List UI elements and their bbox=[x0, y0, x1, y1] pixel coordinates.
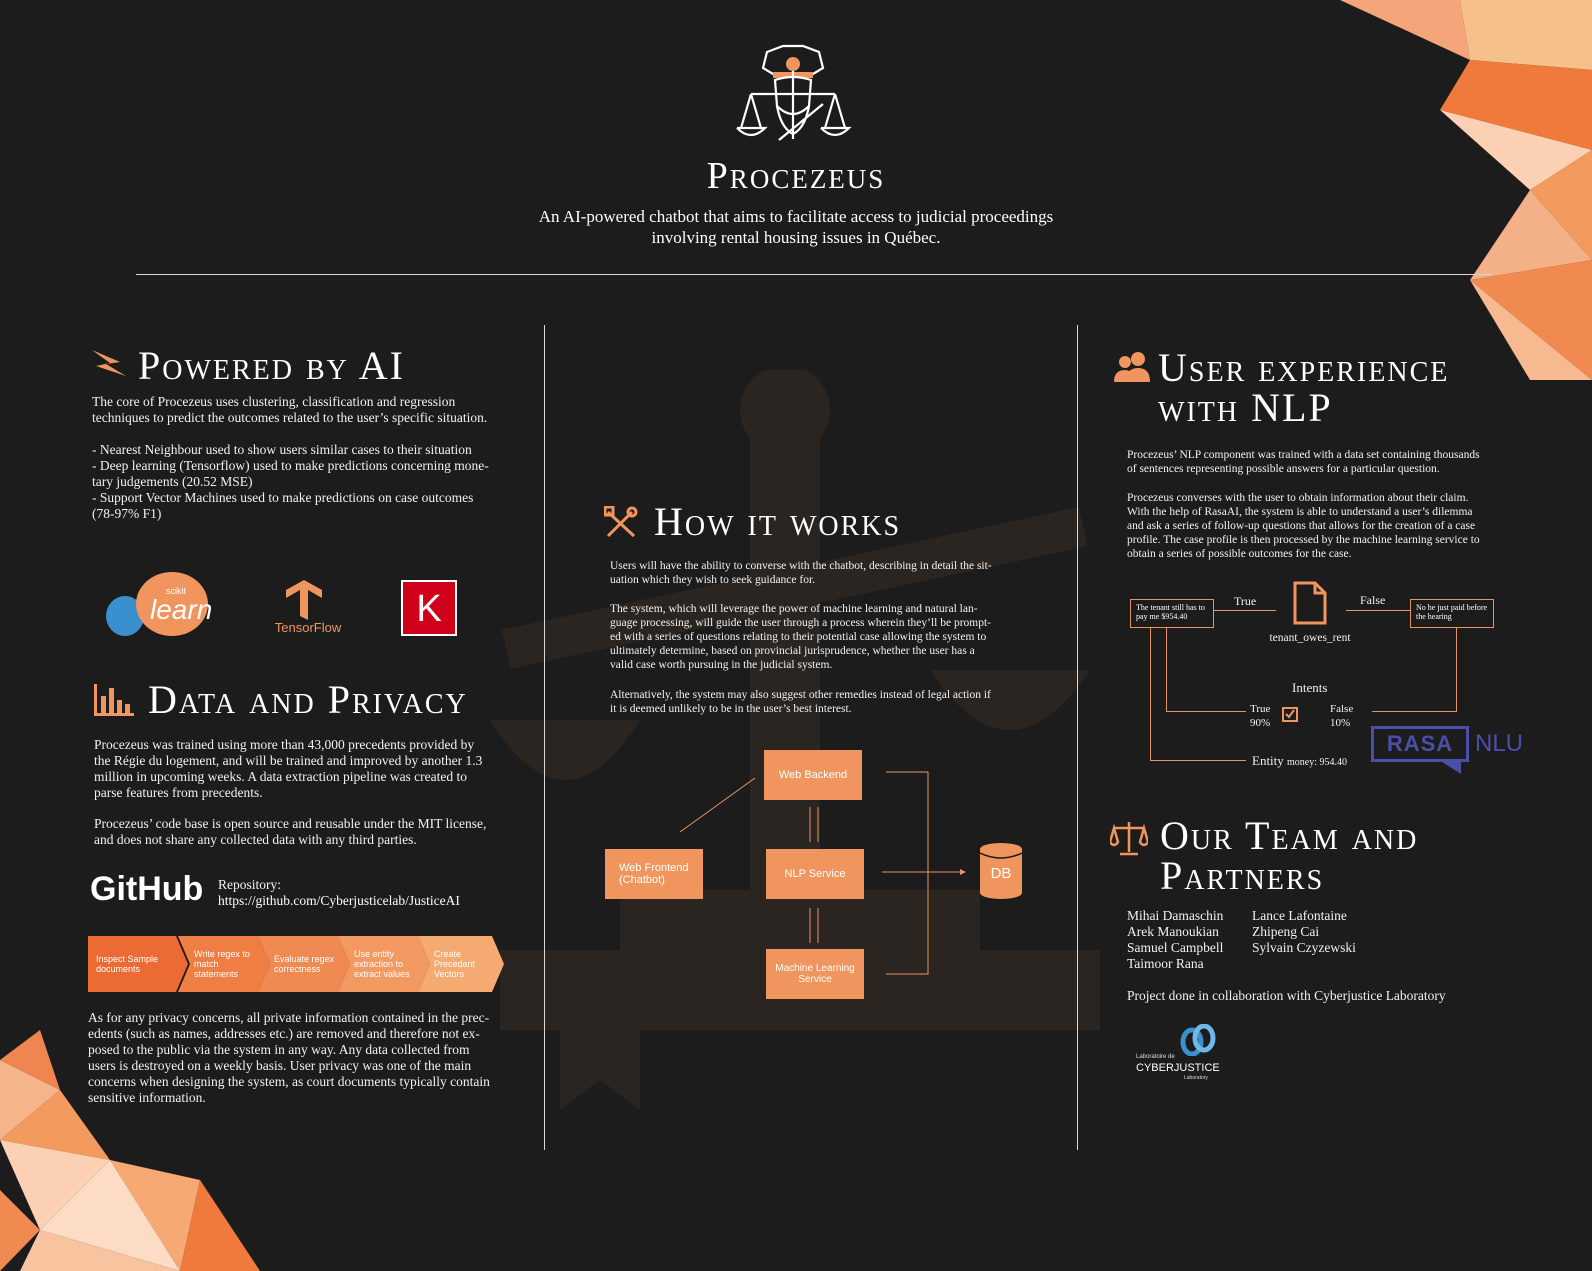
privacy-paragraph-2: Procezeus’ code base is open source and … bbox=[94, 816, 487, 847]
how-heading: How it works bbox=[654, 499, 902, 544]
repo-link[interactable]: https://github.com/Cyberjusticelab/Justi… bbox=[218, 893, 460, 908]
rasa-nlu-text: NLU bbox=[1475, 730, 1524, 757]
scales-icon bbox=[1110, 822, 1148, 856]
pipeline-step-5: Create Precedent Vectors bbox=[418, 936, 504, 992]
db-node: DB bbox=[980, 843, 1022, 899]
pipeline-step-1: Inspect Sample documents bbox=[88, 936, 188, 992]
entity-row: Entity money: 954.40 bbox=[1252, 753, 1347, 769]
privacy-paragraph-3: As for any privacy concerns, all private… bbox=[88, 1010, 490, 1105]
line-right-vertical bbox=[1456, 628, 1457, 712]
pipeline-step-2: Write regex to match statements bbox=[178, 936, 270, 992]
entity-label: Entity bbox=[1252, 753, 1284, 768]
pipeline-step-4: Use entity extraction to extract values bbox=[338, 936, 430, 992]
column-divider-left bbox=[544, 325, 545, 1150]
app-subtitle: An AI-powered chatbot that aims to facil… bbox=[396, 206, 1196, 248]
document-icon bbox=[1293, 581, 1327, 625]
intent-true: True 90% bbox=[1250, 702, 1270, 730]
rasa-nlu-logo: RASA NLU bbox=[1371, 726, 1527, 778]
privacy-heading: Data and Privacy bbox=[148, 677, 468, 722]
app-title: Procezeus bbox=[706, 155, 886, 197]
ux-paragraph-2: Procezeus converses with the user to obt… bbox=[1127, 492, 1480, 560]
line-left-vertical bbox=[1166, 628, 1167, 712]
collaboration-note: Project done in collaboration with Cyber… bbox=[1127, 988, 1446, 1003]
github-logo: GitHub bbox=[90, 870, 204, 908]
web-backend-node: Web Backend bbox=[764, 750, 862, 800]
line-to-intent-true bbox=[1166, 711, 1246, 712]
how-paragraph-2: The system, which will leverage the powe… bbox=[610, 603, 991, 671]
nlp-service-node: NLP Service bbox=[766, 849, 864, 899]
data-pipeline: Inspect Sample documents Write regex to … bbox=[88, 936, 504, 992]
intent-false: False 10% bbox=[1330, 702, 1353, 730]
users-icon bbox=[1114, 352, 1150, 382]
architecture-connectors bbox=[679, 771, 966, 975]
line-to-intent-false bbox=[1372, 711, 1456, 712]
rasa-logo-box: RASA bbox=[1371, 726, 1469, 762]
sklearn-small-text: scikit bbox=[166, 586, 186, 596]
db-label: DB bbox=[990, 865, 1012, 882]
team-heading: Our Team and Partners bbox=[1160, 816, 1418, 896]
lab-name-text: CYBERJUSTICE bbox=[1136, 1062, 1220, 1074]
connector-false bbox=[1346, 610, 1410, 611]
bar-chart-icon bbox=[94, 684, 134, 716]
speech-tail-icon bbox=[1439, 760, 1461, 774]
ux-heading-line-1: User experience bbox=[1158, 345, 1450, 390]
tensorflow-label: TensorFlow bbox=[274, 620, 342, 635]
team-heading-line-2: Partners bbox=[1160, 853, 1325, 898]
powered-intro: The core of Procezeus uses clustering, c… bbox=[92, 394, 488, 425]
cyberjustice-logo: Laboratoire de CYBERJUSTICE Laboratory bbox=[1134, 1024, 1230, 1084]
intent-false-percent: 10% bbox=[1330, 717, 1351, 729]
false-label: False bbox=[1360, 593, 1386, 607]
lightning-icon bbox=[92, 350, 126, 376]
column-divider-right bbox=[1077, 325, 1078, 1150]
keras-logo: K bbox=[401, 580, 457, 636]
entity-value: money: 954.40 bbox=[1287, 757, 1348, 768]
repo-label: Repository: bbox=[218, 877, 281, 892]
subtitle-line-2: involving rental housing issues in Québe… bbox=[651, 228, 941, 247]
ux-heading-line-2: with NLP bbox=[1158, 385, 1333, 430]
line-left-outer bbox=[1150, 628, 1151, 760]
sklearn-big-text: learn bbox=[150, 594, 213, 625]
privacy-paragraph-1: Procezeus was trained using more than 43… bbox=[94, 737, 483, 800]
true-label: True bbox=[1234, 594, 1257, 608]
ux-paragraph-1: Procezeus’ NLP component was trained wit… bbox=[1127, 449, 1480, 475]
how-paragraph-1: Users will have the ability to converse … bbox=[610, 560, 992, 586]
tools-icon bbox=[604, 506, 638, 538]
database-icon bbox=[980, 843, 1022, 899]
corner-decoration-bottom-left bbox=[0, 1030, 260, 1271]
powered-bullets: - Nearest Neighbour used to show users s… bbox=[92, 442, 489, 521]
team-heading-line-1: Our Team and bbox=[1160, 813, 1419, 858]
user-utterance-box: The tenant still has to pay me $954.40 bbox=[1130, 599, 1214, 628]
ml-service-node: Machine Learning Service bbox=[766, 949, 864, 999]
connector-true bbox=[1214, 610, 1276, 611]
team-members-col-2: Lance Lafontaine Zhipeng Cai Sylvain Czy… bbox=[1252, 908, 1356, 955]
cyberjustice-rings-icon bbox=[1180, 1024, 1216, 1056]
line-to-entity bbox=[1150, 760, 1246, 761]
scikit-learn-logo: scikit learn bbox=[106, 572, 226, 636]
lab-tag-text: Laboratory bbox=[1184, 1075, 1208, 1081]
ux-heading: User experience with NLP bbox=[1158, 348, 1449, 428]
subtitle-line-1: An AI-powered chatbot that aims to facil… bbox=[538, 207, 1054, 226]
team-members-col-1: Mihai Damaschin Arek Manoukian Samuel Ca… bbox=[1127, 908, 1224, 971]
fact-label: tenant_owes_rent bbox=[1269, 632, 1351, 644]
intent-true-label: True bbox=[1250, 703, 1271, 715]
intents-label: Intents bbox=[1292, 680, 1328, 695]
how-paragraph-3: Alternatively, the system may also sugge… bbox=[610, 689, 991, 715]
tensorflow-icon bbox=[286, 580, 322, 620]
web-frontend-node: Web Frontend (Chatbot) bbox=[605, 849, 703, 899]
intent-false-label: False bbox=[1330, 703, 1354, 715]
checkbox-checked-icon bbox=[1282, 707, 1298, 722]
intent-true-percent: 90% bbox=[1250, 717, 1271, 729]
corner-decoration-top-right bbox=[1340, 0, 1592, 380]
header-divider bbox=[136, 274, 1491, 275]
pipeline-step-3: Evaluate regex correctness bbox=[258, 936, 350, 992]
scales-watermark bbox=[490, 370, 1100, 1110]
powered-heading: Powered by AI bbox=[138, 343, 405, 388]
zeus-logo-icon bbox=[736, 44, 852, 141]
tensorflow-logo: TensorFlow bbox=[268, 580, 348, 640]
user-reply-box: No he just paid before the hearing bbox=[1410, 599, 1494, 628]
lab-small-text: Laboratoire de bbox=[1136, 1054, 1175, 1060]
